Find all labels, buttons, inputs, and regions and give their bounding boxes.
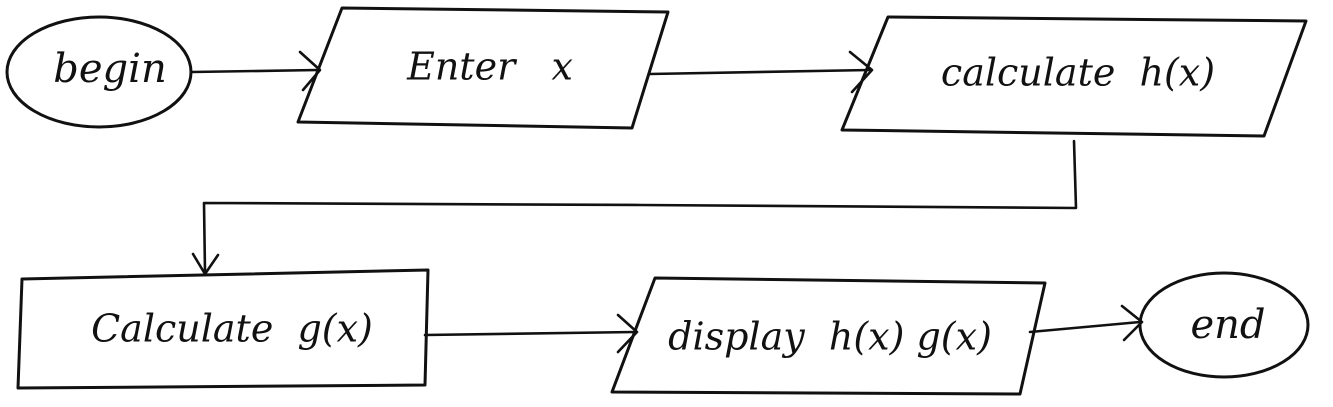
arrowhead: [191, 252, 220, 276]
edge-line: [648, 68, 872, 76]
arrowhead: [848, 50, 874, 94]
node-enter-x: Enter x: [296, 6, 670, 130]
node-display-shape: [610, 276, 1047, 396]
edge-begin-to-enter-x: [190, 50, 322, 92]
node-calculate-h: calculate h(x): [840, 15, 1308, 138]
node-display-label: display h(x) g(x): [668, 315, 992, 359]
edge-enter-x-to-calculate-h: [648, 50, 874, 94]
edge-line: [190, 68, 320, 74]
edge-display-to-end: [1028, 304, 1144, 342]
edge-line: [423, 330, 637, 337]
node-end: end: [1138, 271, 1310, 379]
node-enter-x-label: Enter x: [406, 45, 573, 89]
node-calculate-h-shape: [840, 15, 1308, 138]
arrowhead: [298, 50, 322, 92]
node-calculate-h-label: calculate h(x): [941, 51, 1215, 95]
node-begin: begin: [5, 15, 193, 129]
node-calculate-g-label: Calculate g(x): [91, 307, 373, 351]
arrowhead: [1120, 304, 1144, 342]
node-calculate-g-shape: [16, 268, 430, 390]
arrowhead: [616, 313, 639, 354]
edge-line: [202, 139, 1078, 274]
node-display: display h(x) g(x): [610, 276, 1047, 396]
edge-line: [1028, 320, 1142, 334]
node-enter-x-shape: [296, 6, 670, 130]
node-end-label: end: [1190, 302, 1265, 348]
edge-calculate-h-to-calculate-g: [191, 139, 1078, 276]
node-calculate-g: Calculate g(x): [16, 268, 430, 390]
node-begin-label: begin: [53, 46, 166, 92]
edge-calculate-g-to-display: [423, 313, 639, 354]
